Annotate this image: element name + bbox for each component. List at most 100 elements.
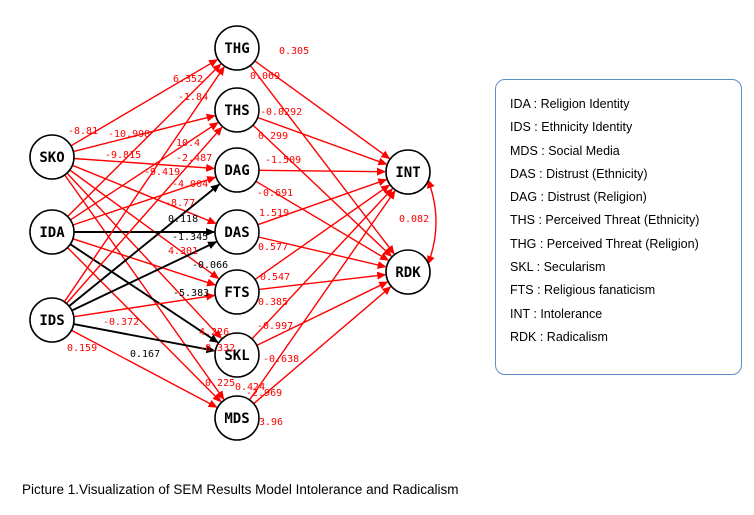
node-label: DAS [224, 225, 249, 241]
node-label: SKO [39, 150, 64, 166]
path-dag-int [258, 167, 386, 176]
figure-caption: Picture 1.Visualization of SEM Results M… [22, 482, 459, 497]
path-coefficient-label: 0.305 [279, 46, 309, 57]
legend-item: RDK : Radicalism [510, 329, 608, 344]
node-label: INT [395, 165, 420, 181]
node-circle [29, 209, 75, 255]
node-sko: SKO [29, 134, 75, 180]
path-sko-skl [66, 172, 222, 339]
covariance-layer [427, 179, 437, 265]
legend-item: FTS : Religious fanaticism [510, 283, 656, 298]
path-coefficient-label: 4.226 [199, 327, 229, 338]
path-coefficient-label: -1.509 [265, 155, 301, 166]
path-ida-fts [72, 238, 217, 287]
path-coefficient-label: -8.77 [165, 198, 195, 209]
path-sko-mds [64, 174, 225, 401]
node-label: THS [224, 103, 249, 119]
path-coefficient-label: 10.4 [176, 138, 200, 149]
path-ids-ths [65, 126, 223, 304]
path-coefficient-label: -0.332 [199, 343, 235, 354]
path-coefficient-label: -10.998 [108, 129, 150, 140]
path-ids-mds [71, 329, 218, 408]
path-coefficient-label: 0.159 [67, 343, 97, 354]
path-sko-fts [69, 169, 220, 279]
legend-item: DAS : Distrust (Ethnicity) [510, 166, 648, 181]
path-das-rdk [258, 236, 387, 269]
node-das: DAS [214, 209, 260, 255]
node-ida: IDA [29, 209, 75, 255]
path-ids-das [71, 241, 218, 312]
path-ths-rdk [252, 124, 393, 257]
legend-item: IDA : Religion Identity [510, 97, 630, 111]
legend-list: IDA : Religion Identity IDS : Ethnicity … [510, 93, 699, 349]
path-ids-dag [68, 183, 220, 307]
legend-item: THG : Perceived Threat (Religion) [510, 236, 699, 251]
node-label: DAG [224, 163, 249, 179]
node-circle [385, 149, 431, 195]
path-coefficient-label: 0.547 [260, 272, 290, 283]
path-coefficient-label: 1.519 [259, 208, 289, 219]
path-thg-int [254, 60, 391, 160]
path-fts-int [254, 184, 391, 280]
legend-item: MDS : Social Media [510, 143, 620, 158]
path-ida-dag [72, 176, 217, 226]
node-rdk: RDK [385, 249, 431, 295]
path-sko-ths [73, 113, 216, 153]
node-label: FTS [224, 285, 249, 301]
path-coefficient-label: -0.638 [263, 354, 299, 365]
node-circle [214, 395, 260, 441]
path-ids-thg [63, 66, 225, 303]
path-ida-ths [70, 122, 219, 221]
path-coefficient-label: -1.84 [178, 92, 208, 103]
node-label: THG [224, 41, 249, 57]
node-dag: DAG [214, 147, 260, 193]
node-circle [214, 269, 260, 315]
node-circle [214, 209, 260, 255]
path-coefficient-label: 0.118 [168, 214, 198, 225]
path-thg-rdk [249, 65, 395, 255]
path-das-int [257, 178, 388, 226]
path-sko-das [72, 164, 217, 225]
path-mds-int [249, 190, 396, 401]
node-int: INT [385, 149, 431, 195]
path-coefficient-label: 6.352 [173, 74, 203, 85]
path-ids-skl [73, 323, 216, 354]
path-coefficient-label: -0.372 [103, 317, 139, 328]
path-dag-rdk [255, 180, 390, 261]
node-circle [214, 332, 260, 378]
path-coefficient-label: -9.419 [144, 167, 180, 178]
path-coefficient-label: 0.299 [258, 131, 288, 142]
path-coefficient-label: -0.997 [257, 321, 293, 332]
path-coefficient-label: -8.81 [68, 126, 98, 137]
path-coefficient-label: 0.577 [258, 242, 288, 253]
path-coefficient-label: 0.424 [235, 382, 265, 393]
node-label: MDS [224, 411, 249, 427]
path-coefficient-label: -5.383 [173, 288, 209, 299]
path-coefficient-label: 0.082 [399, 214, 429, 225]
path-ida-thg [67, 63, 222, 217]
edge-labels-layer: 0.305 0.069 6.352 -1.84 -0.0292 -8.81 -10.998 0… [67, 46, 429, 428]
node-label: SKL [224, 348, 249, 364]
edges-layer [63, 59, 396, 408]
node-circle [385, 249, 431, 295]
path-coefficient-label: -2.487 [176, 153, 212, 164]
path-coefficient-label: -2.969 [246, 388, 282, 399]
legend-box: IDA : Religion Identity IDS : Ethnicity … [495, 79, 742, 375]
covariance-int-rdk [427, 179, 437, 265]
legend-item: DAG : Distrust (Religion) [510, 190, 647, 205]
legend-item: THS : Perceived Threat (Ethnicity) [510, 213, 700, 228]
path-ida-skl [69, 243, 219, 344]
node-label: RDK [395, 265, 421, 281]
node-mds: MDS [214, 395, 260, 441]
node-circle [29, 134, 75, 180]
path-coefficient-label: -0.0292 [260, 107, 302, 118]
path-fts-rdk [258, 271, 387, 291]
path-skl-rdk [256, 281, 389, 347]
node-label: IDA [39, 225, 65, 241]
path-coefficient-label: 3.96 [259, 417, 283, 428]
path-coefficient-label: -9.815 [105, 150, 141, 161]
path-coefficient-label: -1.345 [172, 232, 208, 243]
path-coefficient-label: 0.069 [250, 71, 280, 82]
